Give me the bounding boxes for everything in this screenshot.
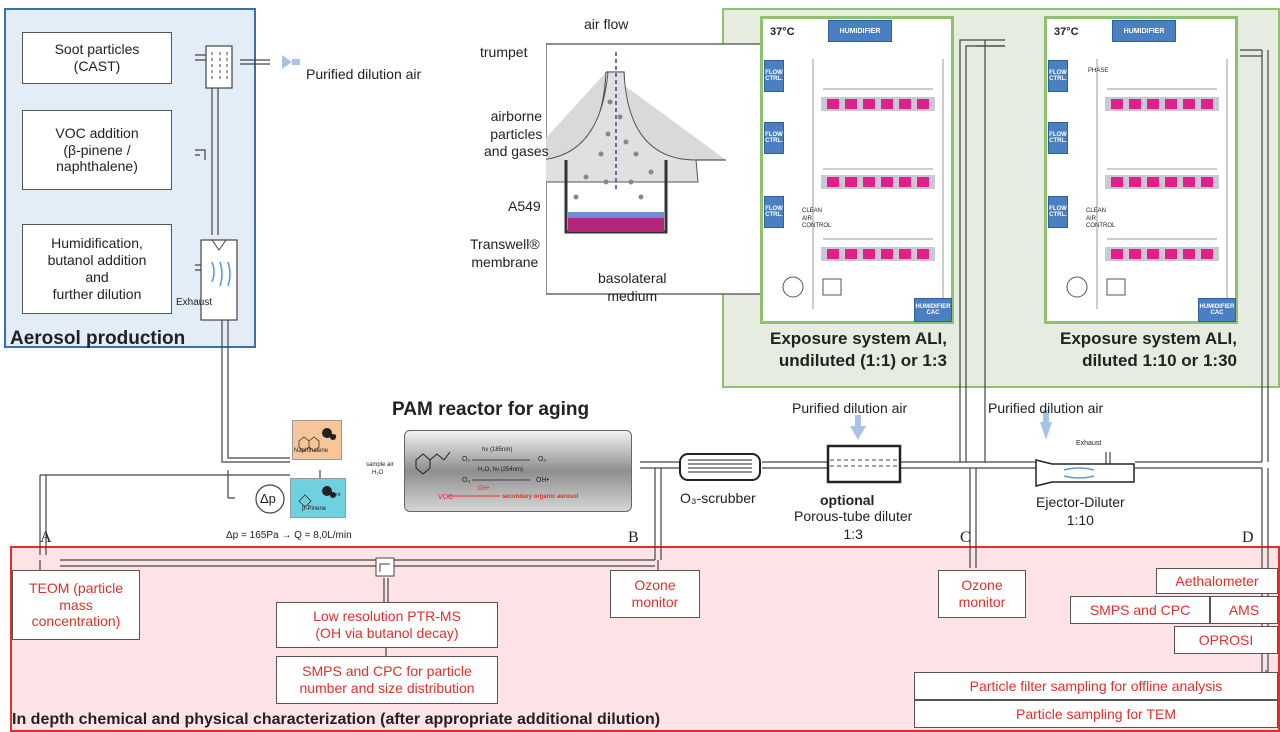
flow-ctrl-left-2: FLOW CTRL. — [764, 122, 784, 154]
bpinene-icon — [298, 486, 336, 508]
naphthalene-soot-label: Soot — [326, 434, 337, 440]
flow-ctrl-left-3: FLOW CTRL. — [764, 196, 784, 228]
purified-air-label-right: Purified dilution air — [988, 400, 1104, 416]
smps-cpc-particle-box: SMPS and CPC for particle number and siz… — [276, 656, 498, 704]
naphthalene-card — [292, 420, 342, 460]
mixer-icon — [205, 45, 233, 89]
a549-label: A549 — [508, 198, 541, 214]
ams-box: AMS — [1210, 596, 1278, 624]
exposure-right-schematic — [1066, 59, 1228, 309]
clean-air-right-label: CLEAN AIR CONTROL — [1086, 208, 1116, 229]
cell-inset-diagram — [546, 43, 787, 295]
ozone-monitor-1: Ozone monitor — [610, 570, 700, 618]
humidifier-cac-right: HUMIDIFIER CAC — [1198, 298, 1236, 322]
splitter-icon — [375, 557, 395, 577]
naphthalene-label: Naphthalene — [294, 448, 329, 454]
trumpet-label: trumpet — [480, 44, 528, 60]
r1-label: hν (185nm) — [482, 447, 513, 453]
point-c: C — [960, 529, 971, 546]
sample-h2o-label: H₂O — [372, 470, 384, 476]
humidifier-chamber-icon — [200, 239, 238, 321]
purified-air-label-mid: Purified dilution air — [792, 400, 908, 416]
phase-label: PHASE — [1088, 68, 1109, 74]
bpinene-soot-label: Soot — [330, 492, 341, 498]
r2-right: OH• — [536, 477, 549, 484]
pam-reactor-tube — [404, 430, 632, 512]
optional-label: optional — [820, 492, 875, 508]
bpinene-label: β-Pinene — [302, 506, 327, 512]
r2-left: O₃ — [462, 477, 471, 484]
r1-right: O₃ — [538, 456, 547, 463]
bpinene-card — [290, 478, 346, 518]
flow-ctrl-left-1: FLOW CTRL. — [764, 60, 784, 92]
r1-left: O₂ — [462, 456, 471, 463]
temp-left-label: 37°C — [770, 26, 795, 38]
point-a: A — [40, 529, 52, 546]
flow-ctrl-right-2: FLOW CTRL. — [1048, 122, 1068, 154]
teom-box: TEOM (particle mass concentration) — [12, 570, 140, 640]
dp-symbol: Δp — [260, 491, 276, 506]
air-flow-label: air flow — [584, 16, 629, 32]
r3-top: OH• — [478, 486, 490, 492]
soot-particles-box: Soot particles (CAST) — [22, 32, 172, 84]
purified-air-label-top: Purified dilution air — [306, 66, 422, 82]
dp-gauge — [255, 484, 285, 514]
r2-label: H₂O, hν (254nm) — [478, 467, 524, 473]
basolateral-label: basolateral medium — [598, 270, 667, 304]
humidifier-cac-left: HUMIDIFIER CAC — [914, 298, 952, 322]
humidification-box: Humidification, butanol addition and fur… — [22, 224, 172, 314]
reaction-arrows — [448, 459, 530, 497]
flow-ctrl-right-3: FLOW CTRL. — [1048, 196, 1068, 228]
temp-right-label: 37°C — [1054, 26, 1079, 38]
transwell-label: Transwell® membrane — [470, 236, 540, 270]
pam-title: PAM reactor for aging — [392, 399, 590, 420]
exposure-left-title: Exposure system ALI, undiluted (1:1) or … — [770, 329, 947, 371]
exhaust-label: Exhaust — [176, 297, 213, 308]
filter-sampling-box: Particle filter sampling for offline ana… — [914, 672, 1278, 700]
airborne-label: airborne particles and gases — [484, 108, 549, 159]
sample-air-label: sample air — [366, 462, 394, 468]
characterization-title: In depth chemical and physical character… — [12, 711, 661, 728]
voc-addition-box: VOC addition (β-pinene / naphthalene) — [22, 110, 172, 190]
ejector-label: Ejector-Diluter 1:10 — [1036, 494, 1125, 528]
clean-air-left-label: CLEAN AIR CONTROL — [802, 208, 832, 229]
ejector-exhaust-label: Exhaust — [1076, 440, 1102, 447]
humidifier-right-tag: HUMIDIFIER — [1112, 20, 1176, 42]
smps-box: SMPS and CPC — [1070, 596, 1210, 624]
o3-scrubber-icon — [679, 453, 761, 481]
pam-molecule-icon — [415, 451, 451, 475]
point-d: D — [1242, 529, 1254, 546]
ejector-diluter-icon — [1035, 452, 1135, 487]
tem-sampling-box: Particle sampling for TEM — [914, 700, 1278, 728]
aerosol-production-title: Aerosol production — [10, 328, 186, 349]
ozone-monitor-2: Ozone monitor — [938, 570, 1026, 618]
exposure-left-schematic — [782, 59, 944, 309]
porous-diluter-icon — [826, 444, 902, 484]
o3-scrubber-label: O₃-scrubber — [680, 490, 756, 506]
naphthalene-icon — [298, 428, 336, 452]
oprosi-box: OPROSI — [1174, 626, 1278, 654]
ptrms-box: Low resolution PTR-MS (OH via butanol de… — [276, 602, 498, 648]
r3-left: VOC — [438, 494, 454, 501]
humidifier-left-tag: HUMIDIFIER — [828, 20, 892, 42]
aethalometer-box: Aethalometer — [1156, 568, 1278, 594]
point-b: B — [628, 529, 639, 546]
flow-ctrl-right-1: FLOW CTRL. — [1048, 60, 1068, 92]
porous-diluter-label: Porous-tube diluter 1:3 — [794, 508, 913, 542]
exposure-right-title: Exposure system ALI, diluted 1:10 or 1:3… — [1060, 329, 1237, 371]
exposure-system-right — [1044, 16, 1238, 324]
exposure-system-left — [760, 16, 954, 324]
r3-right: secondary organic aerosol — [502, 494, 579, 500]
dp-equation: Δp = 165Pa → Q = 8,0L/min — [226, 530, 352, 541]
